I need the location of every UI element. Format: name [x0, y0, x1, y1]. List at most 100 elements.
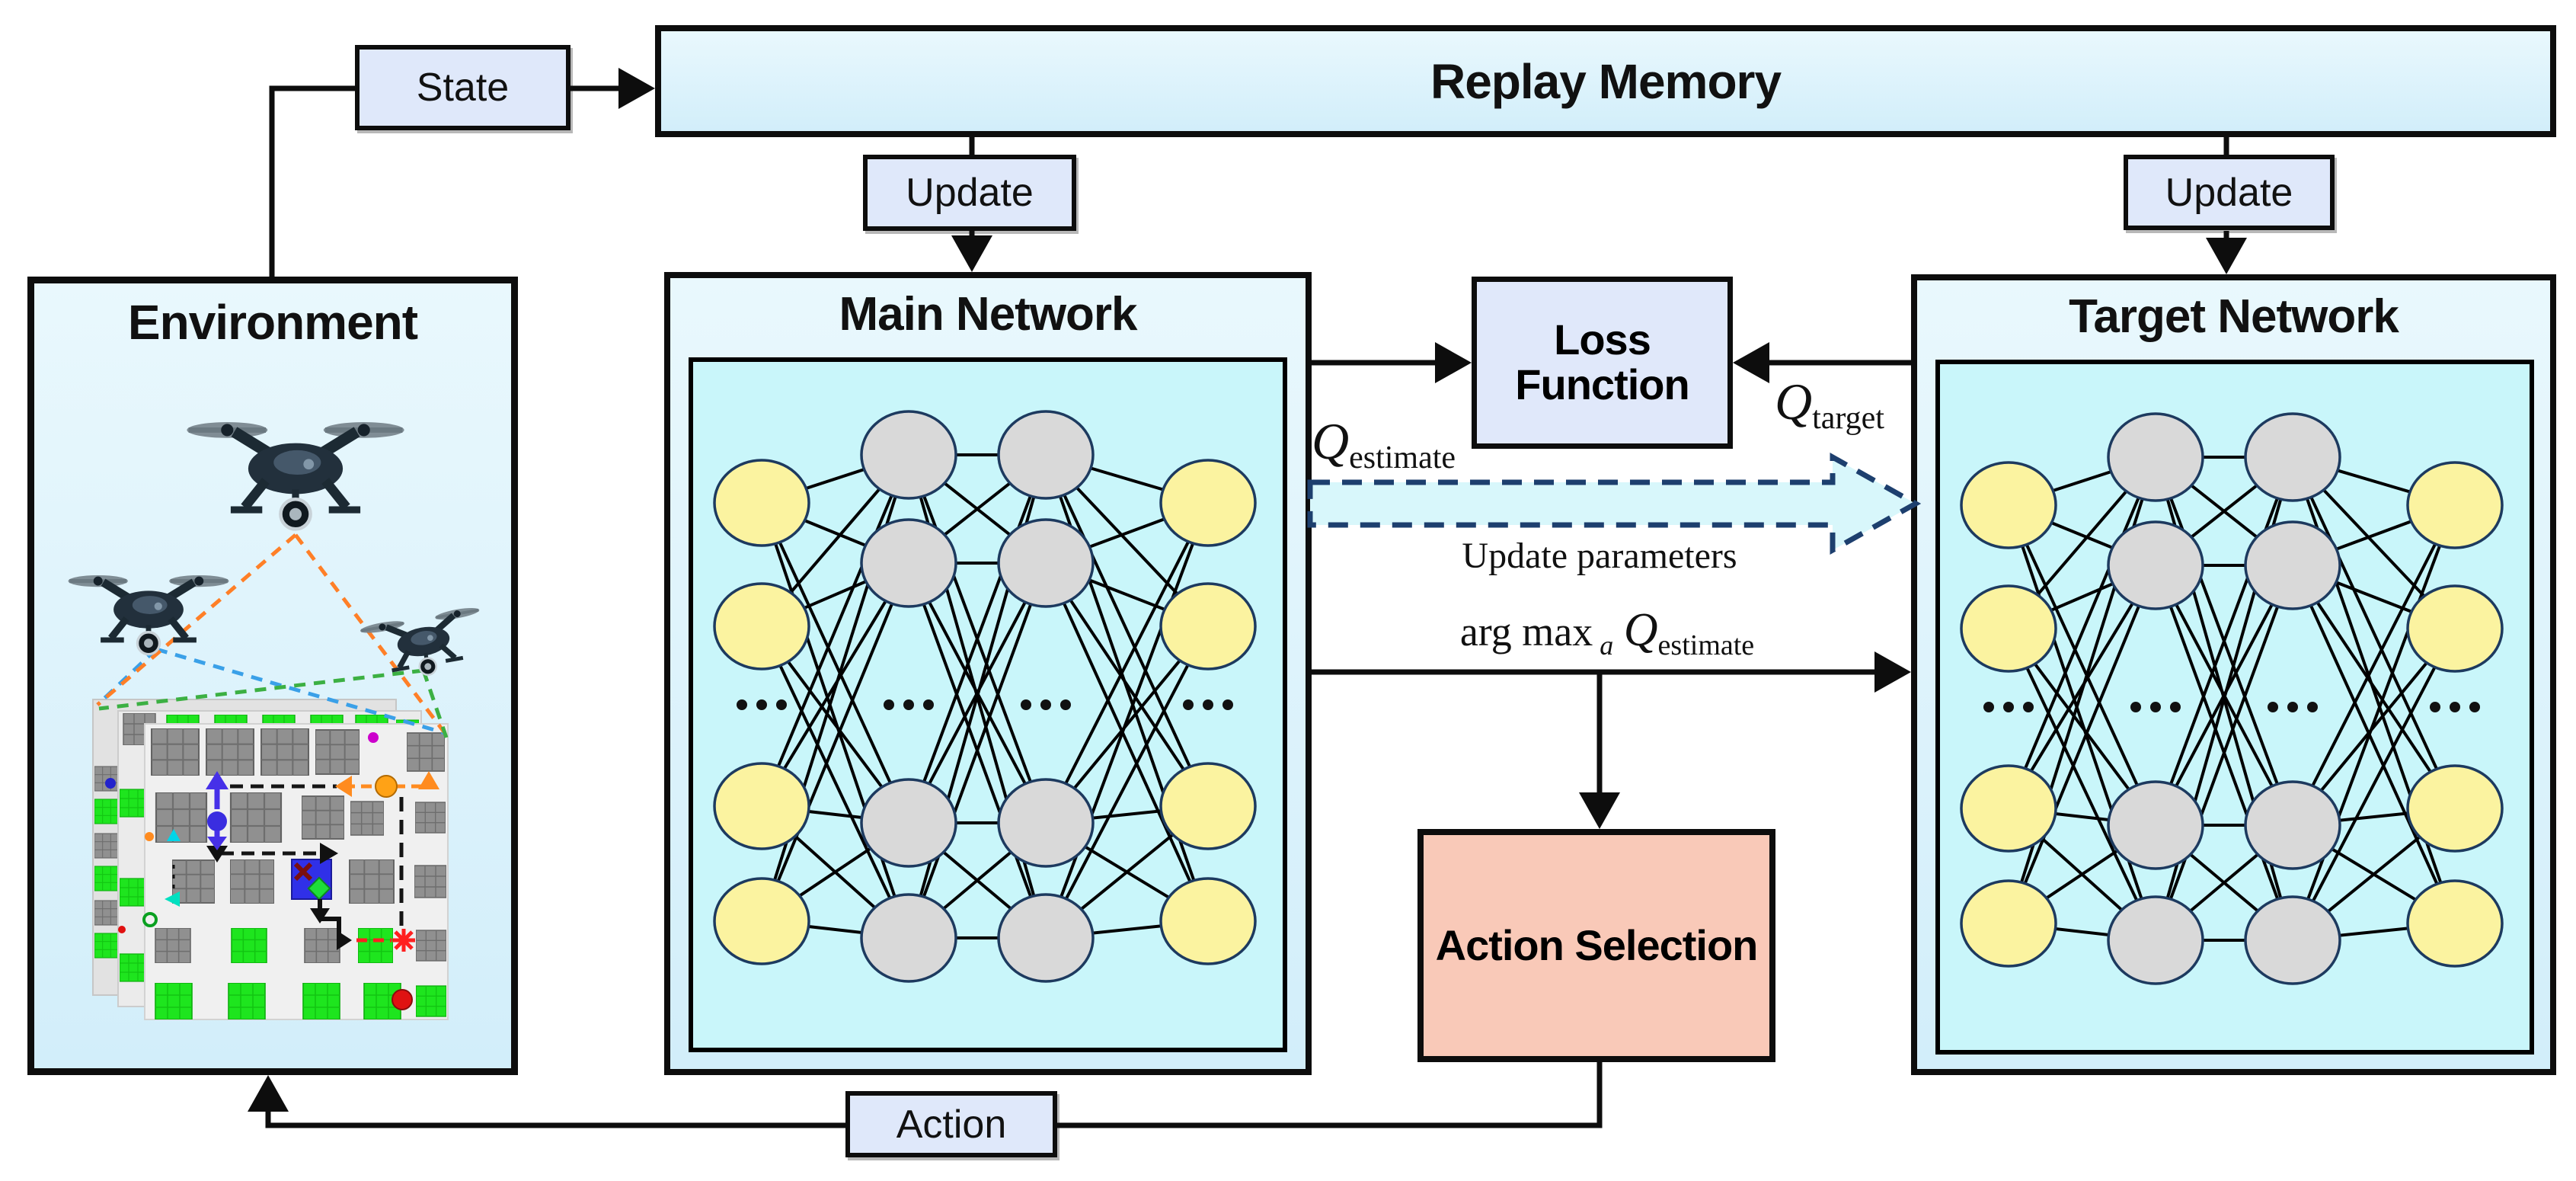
update-parameters-label: Update parameters [1462, 536, 1737, 576]
neuron-node [2406, 764, 2504, 853]
sight-lines [96, 533, 449, 738]
sight-line-orange [294, 533, 446, 735]
action-label: Action [845, 1091, 1057, 1157]
neuron-node [1960, 461, 2057, 549]
ellipsis-dot [2450, 702, 2460, 712]
sight-line-blue [96, 648, 158, 706]
neuron-node [713, 762, 810, 850]
sight-line-blue [155, 647, 446, 735]
main-network-title: Main Network [839, 288, 1137, 341]
loss-function-title: Loss Function [1515, 315, 1689, 408]
neuron-node [860, 893, 957, 983]
ellipsis-dot [2023, 702, 2034, 712]
target-network-graph [1960, 412, 2504, 985]
neuron-node [2107, 780, 2204, 870]
target-network-title: Target Network [2069, 290, 2399, 343]
arrowhead [1435, 342, 1472, 383]
arrowhead [1733, 342, 1769, 383]
state-line [269, 85, 355, 277]
neuron-node [1960, 584, 2057, 673]
ellipsis-dot [1183, 699, 1194, 710]
environment-box: Environment [27, 277, 518, 1075]
drone-icon [69, 575, 229, 655]
ellipsis-dot [2268, 702, 2278, 712]
ellipsis-dot [1222, 699, 1233, 710]
ellipsis-dot [923, 699, 934, 710]
neuron-node [2244, 412, 2341, 502]
neuron-node [1159, 877, 1257, 965]
arrowhead [1874, 651, 1911, 693]
ellipsis-dot [2170, 702, 2181, 712]
drone-icon [187, 422, 404, 529]
arrowhead [2206, 238, 2247, 274]
neuron-node [2107, 412, 2204, 502]
ellipsis-dot [2430, 702, 2440, 712]
ellipsis-dot [1060, 699, 1071, 710]
agent-cell [291, 859, 332, 900]
ellipsis-dot [1203, 699, 1213, 710]
replay-memory-title: Replay Memory [1430, 53, 1782, 109]
neuron-node [1159, 459, 1257, 547]
environment-title: Environment [127, 295, 418, 350]
neuron-node [2406, 879, 2504, 968]
neuron-node [860, 410, 957, 500]
neuron-node [713, 877, 810, 965]
update-right-label: Update [2124, 155, 2335, 230]
ellipsis-dot [1983, 702, 1994, 712]
target-network-box: Target Network [1911, 274, 2556, 1075]
ellipsis-dot [903, 699, 914, 710]
neuron-node [1960, 879, 2057, 968]
arrowhead [951, 235, 992, 272]
neuron-node [2107, 520, 2204, 610]
ellipsis-dot [737, 699, 747, 710]
sight-line-green [98, 668, 424, 711]
neuron-node [2244, 895, 2341, 985]
neuron-node [997, 410, 1095, 500]
neuron-node [713, 459, 810, 547]
neuron-node [1159, 762, 1257, 850]
neuron-node [860, 778, 957, 868]
sight-line-orange [96, 533, 297, 706]
ellipsis-dot [1021, 699, 1031, 710]
action-selection-title: Action Selection [1435, 920, 1759, 969]
action-selection-box: Action Selection [1417, 829, 1775, 1062]
environment-scene [34, 283, 511, 1020]
ellipsis-dot [2130, 702, 2141, 712]
q-estimate-label: Qestimate [1312, 412, 1456, 475]
argmax-label: arg max a Qestimate [1459, 604, 1755, 661]
arrowhead [248, 1075, 289, 1112]
ellipsis-dot [2150, 702, 2161, 712]
main-network-graph [713, 410, 1257, 983]
arrowhead [1579, 792, 1620, 829]
ellipsis-dot [2287, 702, 2298, 712]
main-network-box: Main Network [664, 272, 1312, 1075]
neuron-node [1960, 764, 2057, 853]
neuron-node [860, 518, 957, 608]
neuron-node [997, 778, 1095, 868]
neuron-node [1159, 582, 1257, 671]
arrowhead [618, 68, 655, 109]
neuron-node [997, 893, 1095, 983]
state-label: State [355, 45, 570, 130]
ellipsis-dot [884, 699, 894, 710]
q-target-label: Qtarget [1775, 373, 1884, 436]
neuron-node [2244, 780, 2341, 870]
neuron-node [2244, 520, 2341, 610]
ellipsis-dot [756, 699, 767, 710]
ellipsis-dot [2307, 702, 2318, 712]
loss-function-box: Loss Function [1472, 277, 1733, 449]
neuron-node [997, 518, 1095, 608]
ellipsis-dot [776, 699, 787, 710]
neuron-node [2107, 895, 2204, 985]
main-network-inner-panel [689, 357, 1287, 1052]
target-network-inner-panel [1935, 360, 2534, 1055]
agent-paths [105, 732, 439, 1010]
ellipsis-dot [2469, 702, 2480, 712]
drone-icon [360, 606, 489, 685]
ellipsis-dot [2003, 702, 2014, 712]
grid-map [92, 699, 449, 1020]
replay-memory-box: Replay Memory [655, 25, 2556, 137]
ellipsis-dot [1040, 699, 1051, 710]
neuron-node [713, 582, 810, 671]
neuron-node [2406, 584, 2504, 673]
